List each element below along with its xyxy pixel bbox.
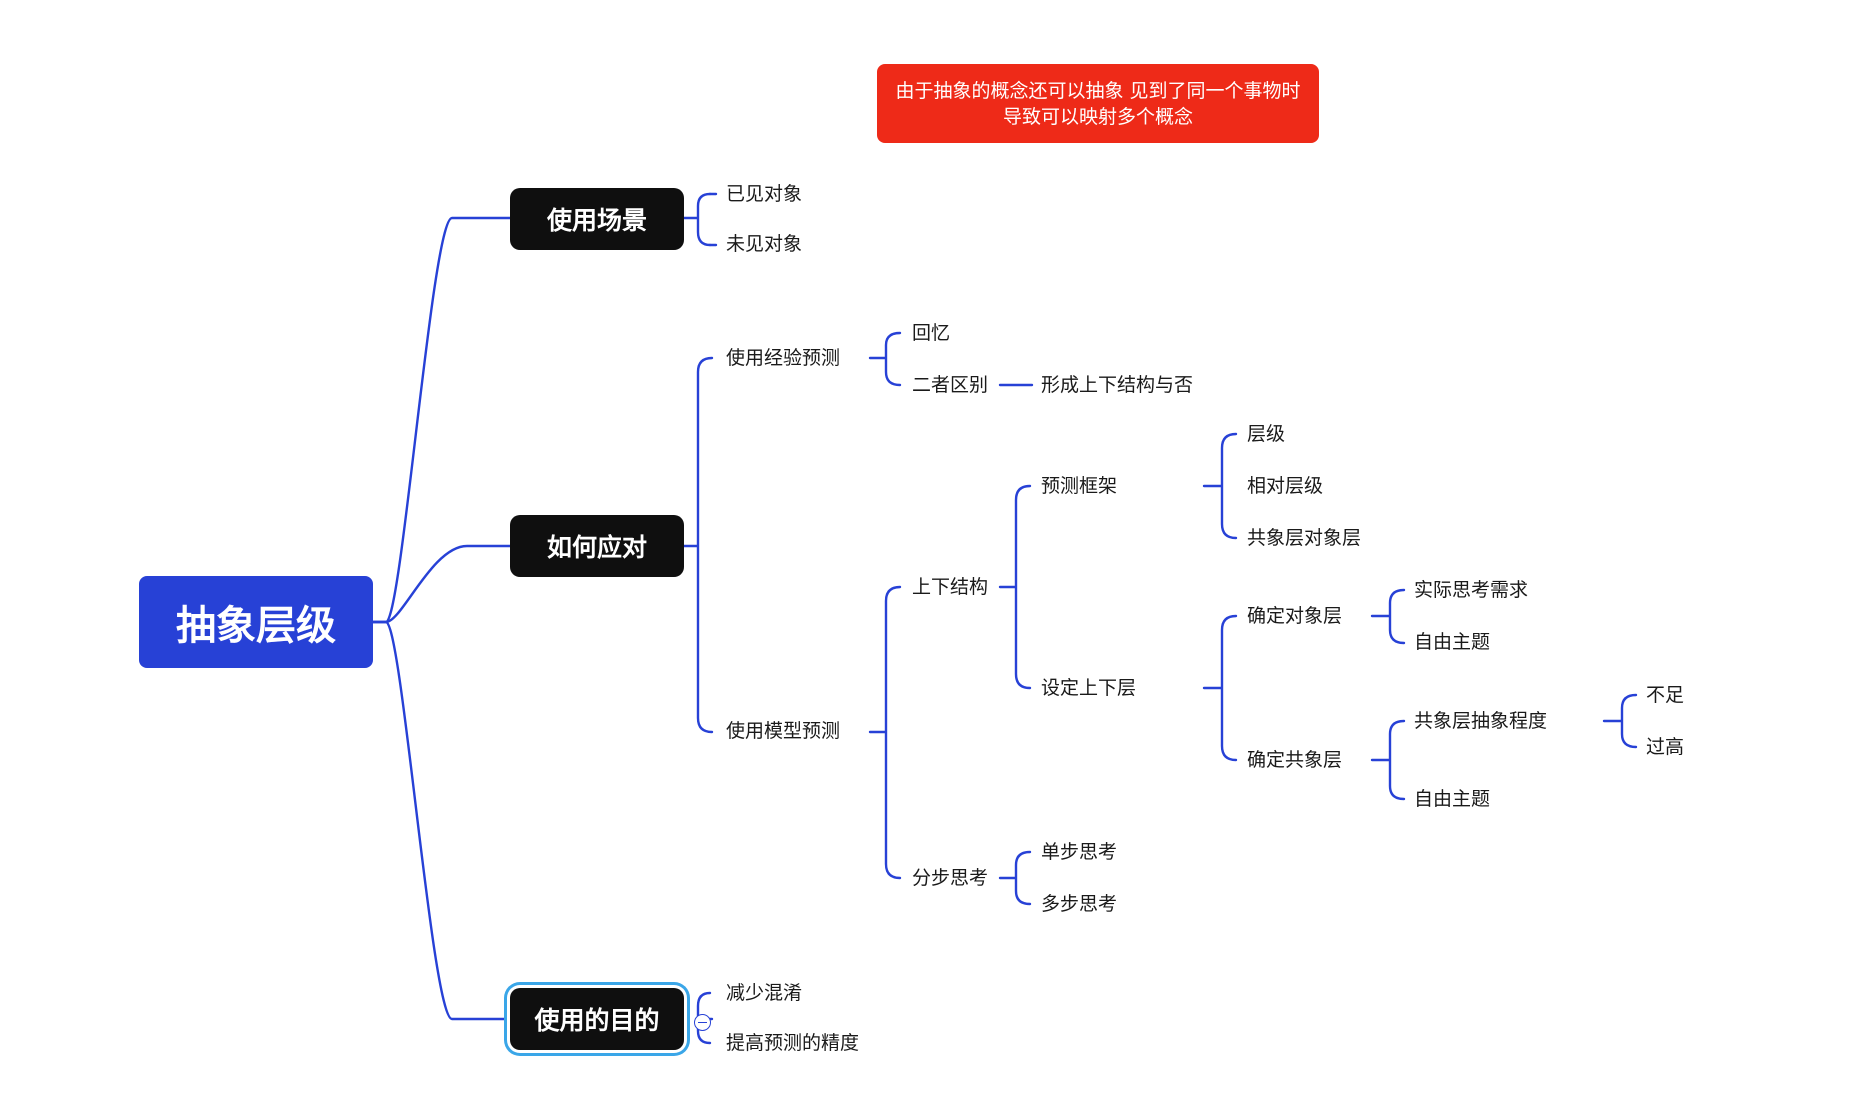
topic-difference[interactable]: 二者区别 [912, 374, 989, 396]
topic-actual-thinking-needs[interactable]: 实际思考需求 [1414, 579, 1529, 601]
topic-free-theme-2[interactable]: 自由主题 [1414, 788, 1491, 810]
topic-set-layers[interactable]: 设定上下层 [1041, 677, 1137, 699]
topic-level[interactable]: 层级 [1247, 423, 1286, 445]
topic-multi-step[interactable]: 多步思考 [1041, 893, 1118, 915]
edge-scenario-bracket [682, 192, 712, 247]
topic-forms-structure[interactable]: 形成上下结构与否 [1041, 374, 1194, 396]
topic-insufficient[interactable]: 不足 [1646, 684, 1685, 706]
edge-commonlayer-bracket [1370, 719, 1406, 801]
topic-experience-prediction[interactable]: 使用经验预测 [726, 347, 841, 369]
topic-how-to-respond[interactable]: 如何应对 [510, 515, 684, 577]
topic-common-object-layer[interactable]: 共象层对象层 [1247, 527, 1362, 549]
edge-experience-bracket [868, 331, 902, 387]
edge-structure-bracket [998, 484, 1032, 690]
note-line-1: 由于抽象的概念还可以抽象 见到了同一个事物时 [895, 79, 1301, 102]
collapse-toggle-button[interactable] [694, 1014, 711, 1031]
topic-single-step[interactable]: 单步思考 [1041, 841, 1118, 863]
topic-step-thinking[interactable]: 分步思考 [912, 867, 989, 889]
topic-too-high[interactable]: 过高 [1646, 736, 1685, 758]
edge-root-scenario [371, 216, 512, 624]
root-topic[interactable]: 抽象层级 [139, 576, 373, 668]
minus-icon [698, 1021, 707, 1024]
topic-determine-common-layer[interactable]: 确定共象层 [1247, 749, 1343, 771]
topic-model-prediction[interactable]: 使用模型预测 [726, 720, 841, 742]
topic-hierarchy-structure[interactable]: 上下结构 [912, 576, 989, 598]
edge-steps-bracket [998, 850, 1032, 906]
edge-root-purpose [371, 620, 512, 1021]
topic-reduce-confusion[interactable]: 减少混淆 [726, 982, 803, 1004]
edge-model-bracket [868, 585, 902, 880]
edge-response-bracket [682, 356, 714, 734]
edge-layers-bracket [1202, 614, 1238, 762]
topic-relative-level[interactable]: 相对层级 [1247, 475, 1324, 497]
note-line-2: 导致可以映射多个概念 [1002, 105, 1193, 128]
topic-unseen-objects[interactable]: 未见对象 [726, 233, 803, 255]
edge-root-response [371, 544, 512, 624]
edge-framework-bracket [1202, 432, 1238, 540]
edge-degree-bracket [1602, 693, 1638, 749]
edge-objectlayer-bracket [1370, 588, 1406, 645]
topic-recall[interactable]: 回忆 [912, 322, 951, 344]
topic-seen-objects[interactable]: 已见对象 [726, 183, 803, 205]
red-note[interactable]: 由于抽象的概念还可以抽象 见到了同一个事物时 导致可以映射多个概念 [877, 64, 1319, 143]
topic-common-layer-degree[interactable]: 共象层抽象程度 [1414, 710, 1548, 732]
topic-determine-object-layer[interactable]: 确定对象层 [1247, 605, 1343, 627]
topic-improve-accuracy[interactable]: 提高预测的精度 [726, 1032, 860, 1054]
topic-use-scenario[interactable]: 使用场景 [510, 188, 684, 250]
topic-purpose[interactable]: 使用的目的 [510, 988, 684, 1050]
topic-prediction-framework[interactable]: 预测框架 [1041, 475, 1118, 497]
topic-free-theme-1[interactable]: 自由主题 [1414, 631, 1491, 653]
